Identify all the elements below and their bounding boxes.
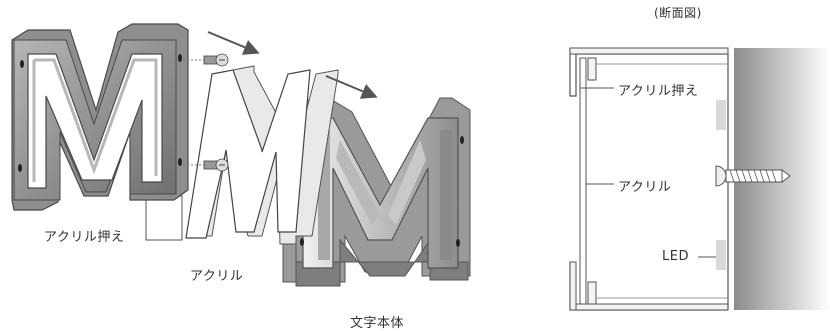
label-acrylic: アクリル bbox=[190, 269, 244, 284]
letter-body-m bbox=[282, 97, 471, 287]
screw-bottom bbox=[183, 158, 229, 172]
arrow-right-icon bbox=[207, 31, 260, 55]
section-label-acrylic: アクリル bbox=[618, 180, 672, 195]
section-label-led: LED bbox=[662, 249, 689, 264]
label-acrylic-retainer: アクリル押え bbox=[44, 230, 125, 245]
acrylic-m bbox=[145, 65, 339, 245]
acrylic-retainer-m bbox=[11, 23, 189, 211]
section-label-acrylic-retainer: アクリル押え bbox=[618, 84, 699, 99]
section-title: (断面図) bbox=[654, 6, 702, 20]
led-top bbox=[716, 100, 726, 130]
cross-section bbox=[569, 47, 830, 311]
wall-screw-icon bbox=[715, 165, 791, 187]
label-letter-body: 文字本体 bbox=[350, 316, 405, 331]
screw-top bbox=[183, 53, 229, 67]
led-bottom bbox=[716, 240, 726, 270]
arrow-right-icon bbox=[325, 75, 378, 99]
